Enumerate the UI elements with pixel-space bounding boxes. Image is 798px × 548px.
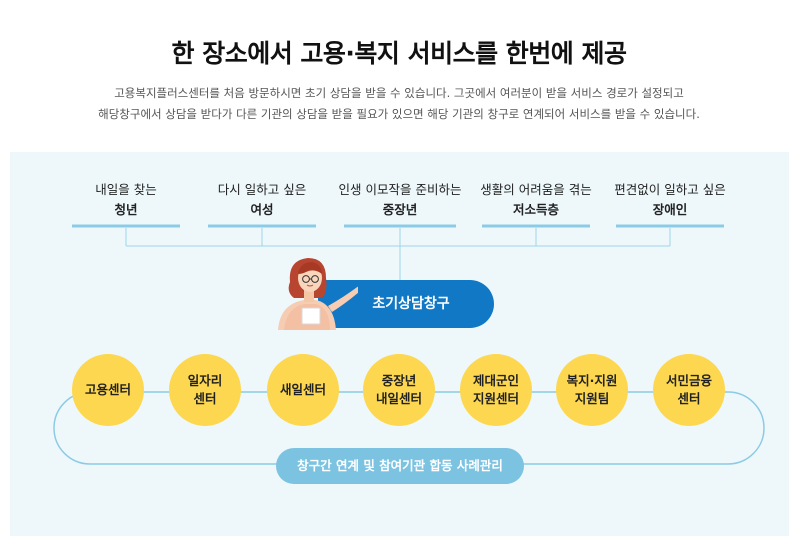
page-description: 고용복지플러스센터를 처음 방문하시면 초기 상담을 받을 수 있습니다. 그곳… [0,83,798,125]
center-veterans: 제대군인 지원센터 [460,354,532,426]
group-name: 저소득층 [512,202,559,217]
target-group-youth: 내일을 찾는 청년 [51,180,201,220]
group-name: 장애인 [652,202,688,217]
description-line-1: 고용복지플러스센터를 처음 방문하시면 초기 상담을 받을 수 있습니다. 그곳… [114,86,684,100]
group-desc: 편견없이 일하고 싶은 [614,182,726,197]
group-name: 청년 [114,202,138,217]
group-desc: 내일을 찾는 [95,182,157,197]
group-desc: 생활의 어려움을 겪는 [480,182,592,197]
target-group-disabled: 편견없이 일하고 싶은 장애인 [595,180,745,220]
initial-counseling-counter: 초기상담창구 [318,280,494,328]
center-welfare: 복지·지원 지원팀 [556,354,628,426]
center-saeil: 새일센터 [267,354,339,426]
group-name: 여성 [250,202,274,217]
case-management-label: 창구간 연계 및 참여기관 합동 사례관리 [276,448,524,484]
center-employment: 고용센터 [72,354,144,426]
group-desc: 인생 이모작을 준비하는 [338,182,462,197]
page-title: 한 장소에서 고용·복지 서비스를 한번에 제공 [171,39,627,68]
target-group-middle-aged: 인생 이모작을 준비하는 중장년 [325,180,475,220]
description-line-2: 해당창구에서 상담을 받다가 다른 기관의 상담을 받을 필요가 있으면 해당 … [98,107,700,121]
group-name: 중장년 [382,202,418,217]
target-group-low-income: 생활의 어려움을 겪는 저소득층 [461,180,611,220]
center-microfinance: 서민금융 센터 [653,354,725,426]
center-middle-aged: 중장년 내일센터 [363,354,435,426]
center-loop [53,391,765,465]
group-desc: 다시 일하고 싶은 [217,182,307,197]
target-group-women: 다시 일하고 싶은 여성 [187,180,337,220]
center-job: 일자리 센터 [169,354,241,426]
counselor-illustration-icon [278,258,358,330]
